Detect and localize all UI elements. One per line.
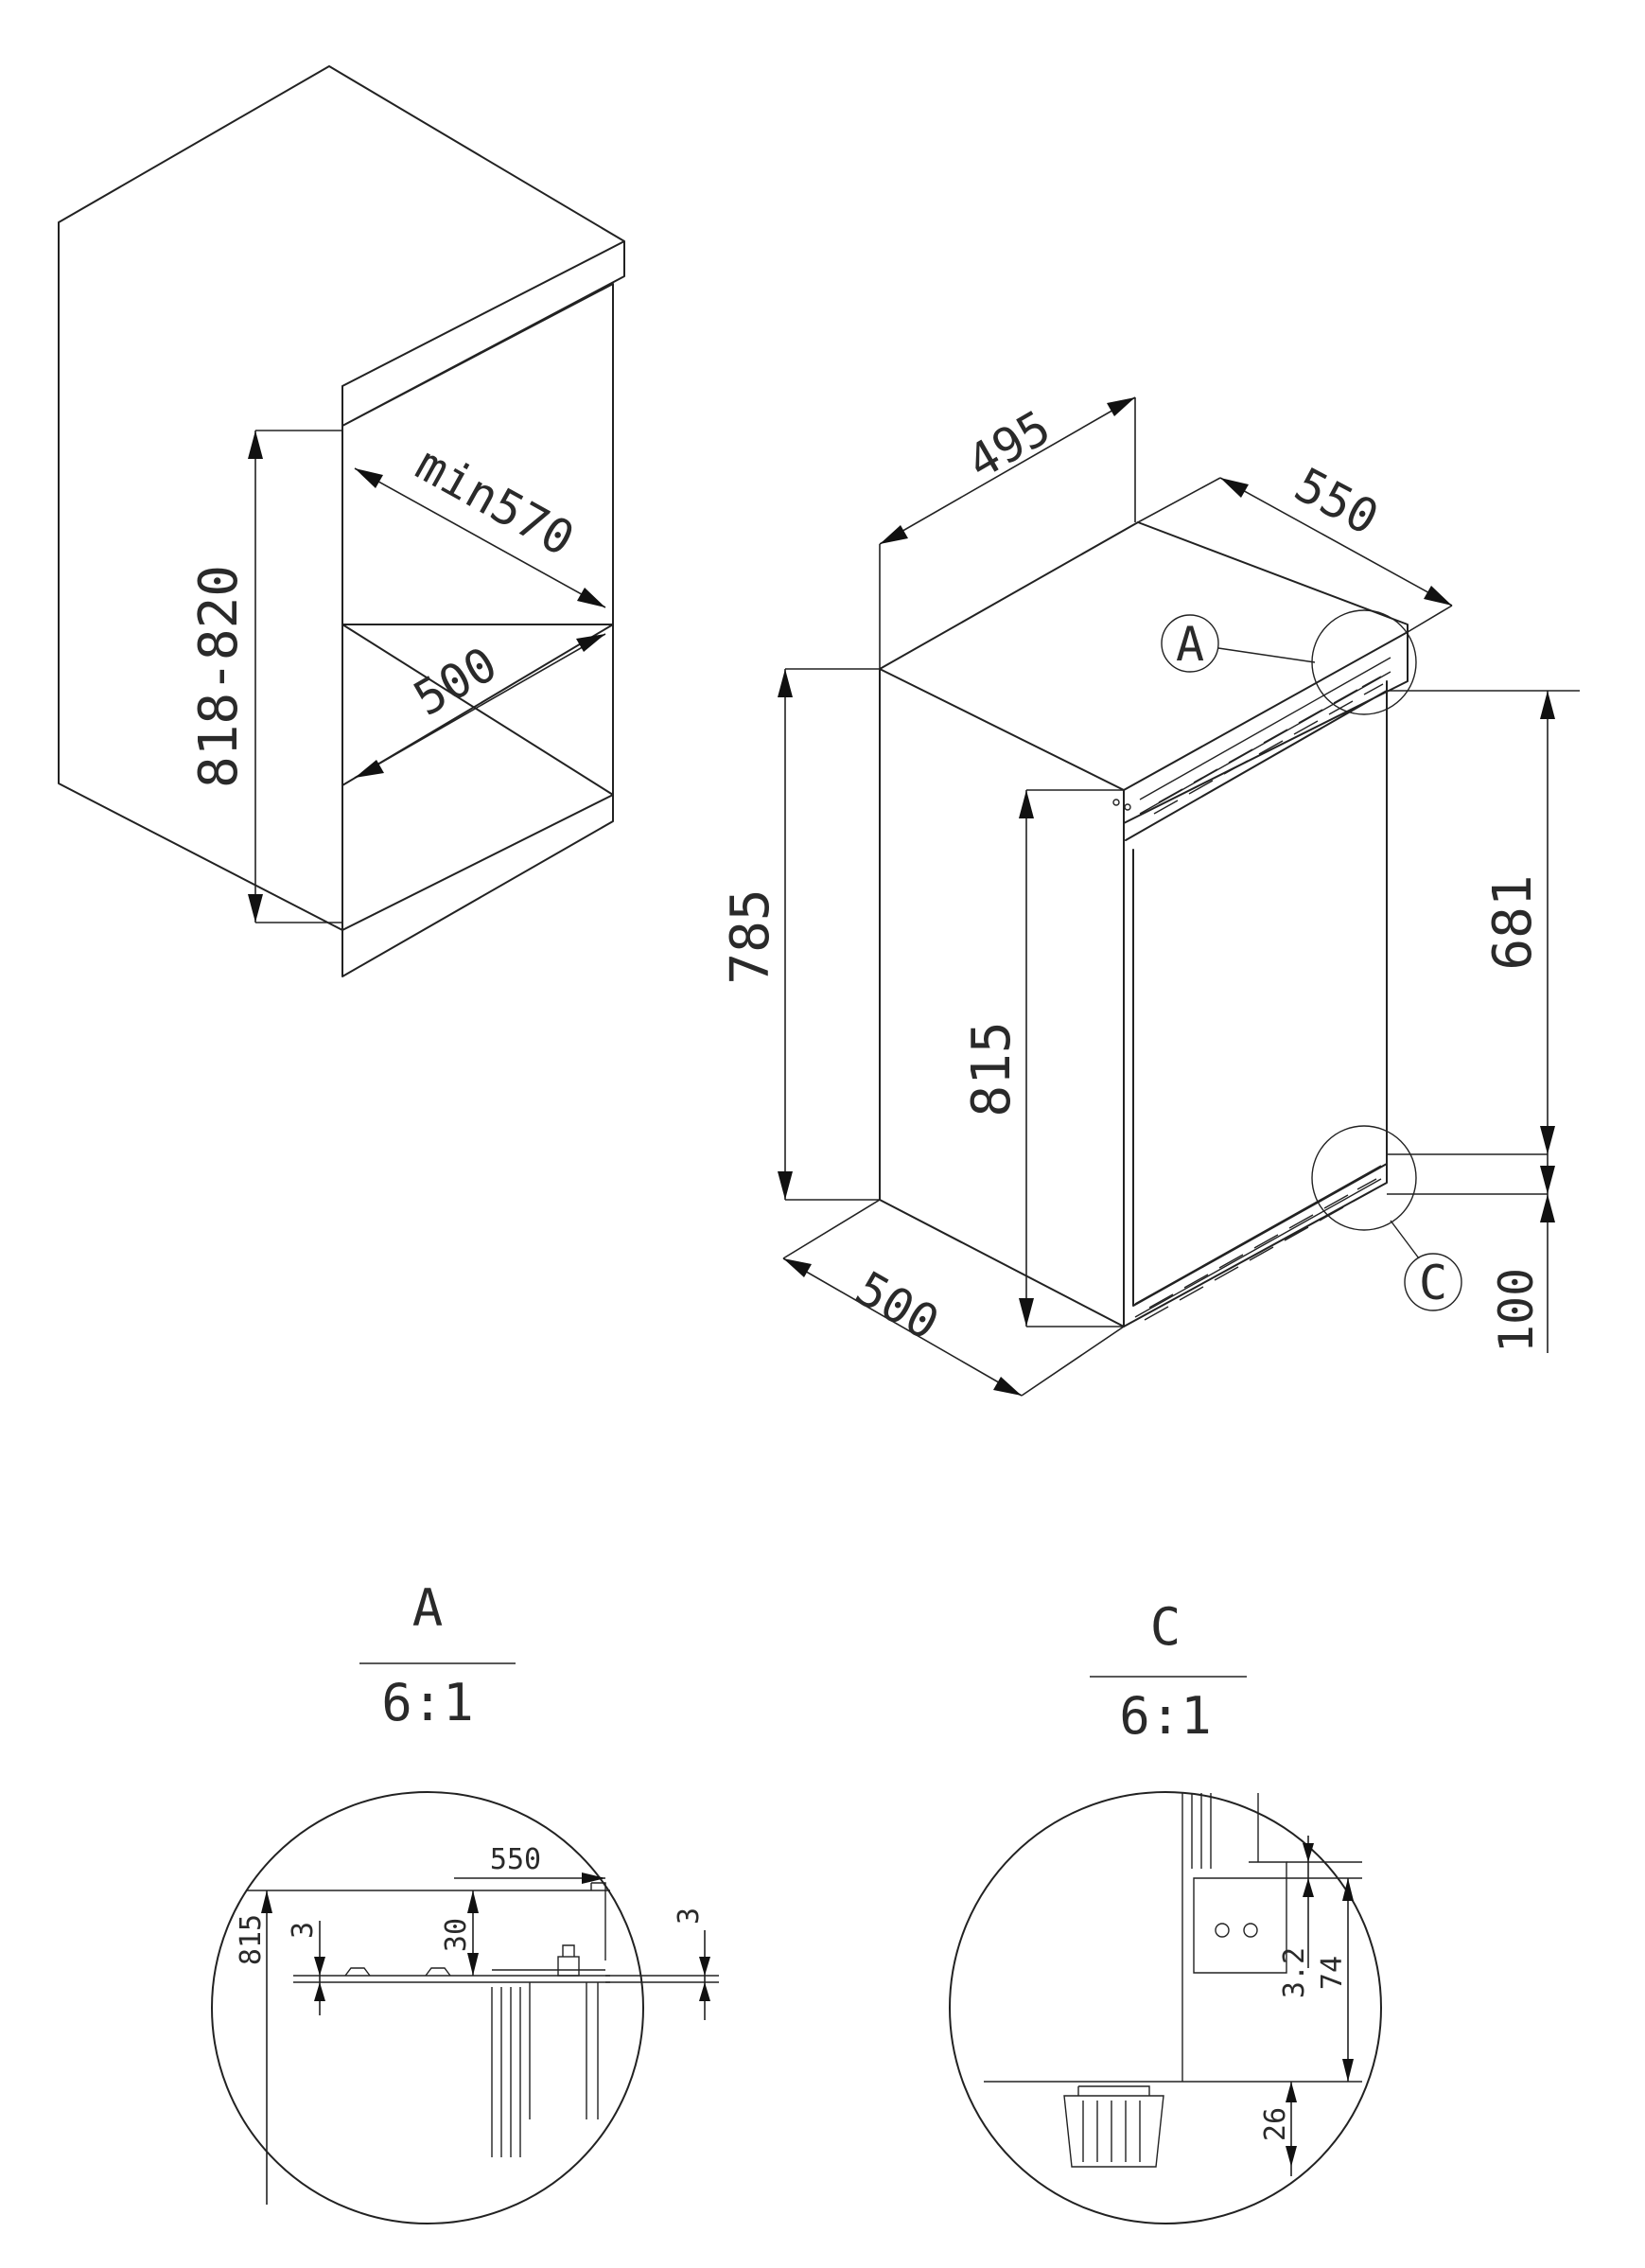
depth-label: 550 xyxy=(1286,457,1387,546)
detail-c-small: 3.2 xyxy=(1278,1947,1311,1998)
bottom-vent-grille xyxy=(1134,1165,1382,1321)
width-label: 495 xyxy=(958,400,1059,490)
detail-c-foot: 26 xyxy=(1259,2107,1292,2141)
niche-outline xyxy=(58,65,625,977)
height-left-label: 785 xyxy=(720,888,781,984)
height-front-label: 815 xyxy=(961,1021,1023,1116)
detail-a: A 6:1 550 815 3 30 3 xyxy=(211,1578,719,2224)
detail-a-scale: 6:1 xyxy=(381,1673,474,1732)
detail-c: C 6:1 3.2 74 26 xyxy=(949,1597,1382,2224)
detail-marker-a: A xyxy=(1176,617,1204,672)
niche-height-label: 818-820 xyxy=(188,565,250,788)
detail-a-gap-left: 3 xyxy=(287,1922,320,1939)
bottom-label: 100 xyxy=(1489,1268,1544,1353)
detail-c-hinge: 74 xyxy=(1316,1956,1349,1990)
niche-width-label: 500 xyxy=(405,637,506,727)
door-height-label: 681 xyxy=(1482,874,1544,970)
detail-c-title: C xyxy=(1150,1597,1181,1657)
detail-c-circle xyxy=(949,1791,1382,2224)
niche-depth-label: min570 xyxy=(407,436,583,567)
detail-a-gap-right: 3 xyxy=(673,1908,706,1925)
appliance-view: 495 550 785 815 681 100 500 A xyxy=(720,396,1580,1397)
detail-marker-c: C xyxy=(1419,1256,1447,1310)
detail-a-height: 815 xyxy=(235,1914,268,1965)
detail-a-gap-mid: 30 xyxy=(440,1918,473,1952)
detail-c-scale: 6:1 xyxy=(1119,1686,1212,1746)
detail-a-width: 550 xyxy=(490,1843,541,1876)
detail-a-circle xyxy=(211,1791,644,2224)
niche-view: 818-820 min570 500 xyxy=(58,65,625,977)
base-depth-label: 500 xyxy=(847,1261,948,1351)
top-vent-grille xyxy=(1139,657,1391,815)
detail-a-title: A xyxy=(412,1578,444,1638)
